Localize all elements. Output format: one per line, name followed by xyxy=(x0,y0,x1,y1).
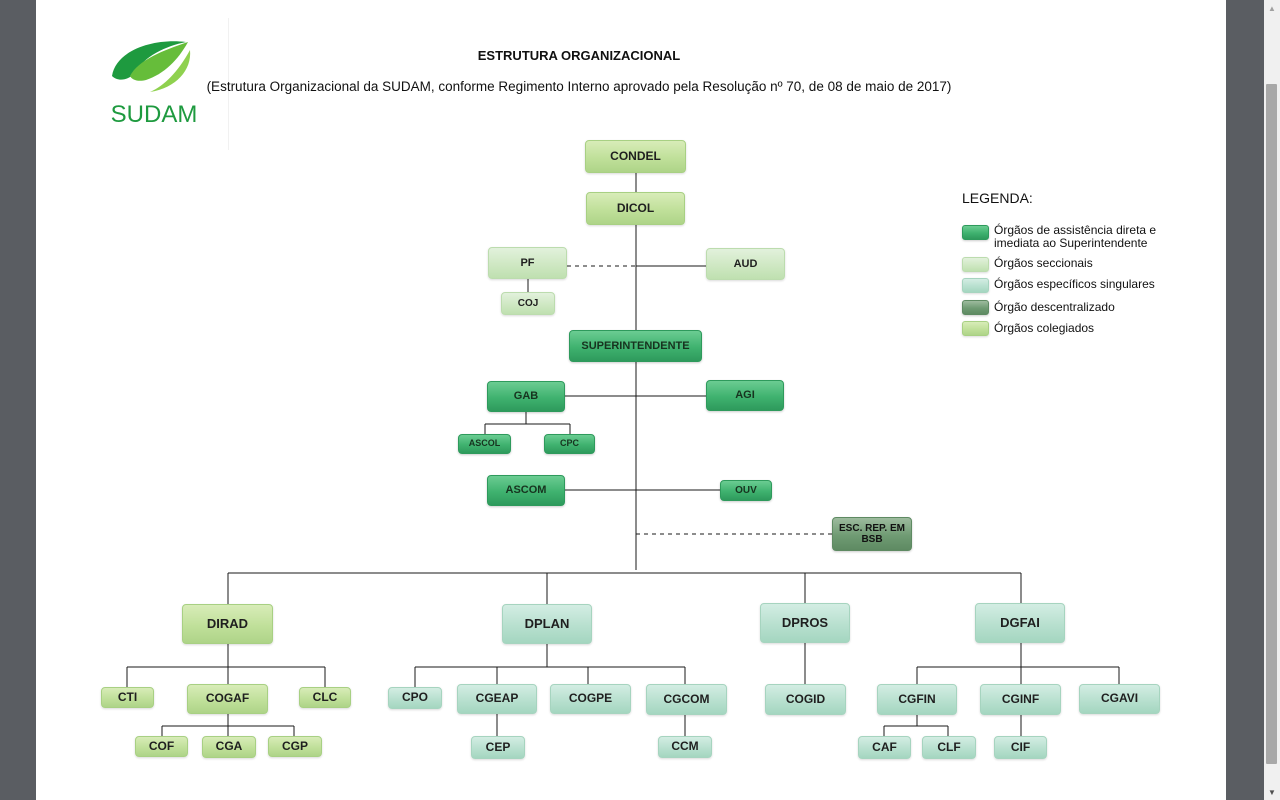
unit-superintendente: SUPERINTENDENTE xyxy=(569,330,702,362)
legend-label-direct: Órgãos de assistência direta e imediata … xyxy=(994,223,1157,250)
unit-caf: CAF xyxy=(858,736,911,759)
document-page: SUDAM ESTRUTURA ORGANIZACIONAL (Estrutur… xyxy=(36,0,1226,800)
scrollbar-thumb[interactable] xyxy=(1266,84,1277,764)
unit-dpros: DPROS xyxy=(760,603,850,643)
page-title: ESTRUTURA ORGANIZACIONAL xyxy=(477,48,681,63)
unit-ccm: CCM xyxy=(658,736,712,758)
unit-dplan: DPLAN xyxy=(502,604,592,644)
unit-cep: CEP xyxy=(471,736,525,759)
legend-label-decentralized: Órgão descentralizado xyxy=(994,300,1115,314)
unit-cginf: CGINF xyxy=(980,684,1061,715)
legend-label-collegiate: Órgãos colegiados xyxy=(994,321,1095,335)
unit-coj: COJ xyxy=(501,292,555,315)
unit-cgavi: CGAVI xyxy=(1079,684,1160,714)
unit-cti: CTI xyxy=(101,687,154,708)
unit-cgcom: CGCOM xyxy=(646,684,727,715)
unit-ascom: ASCOM xyxy=(487,475,565,506)
unit-pf: PF xyxy=(488,247,567,279)
svg-text:SUDAM: SUDAM xyxy=(111,101,198,128)
unit-dgfai: DGFAI xyxy=(975,603,1065,643)
legend-swatch-decentralized xyxy=(962,300,989,315)
unit-ascol: ASCOL xyxy=(458,434,511,454)
legend-title: LEGENDA: xyxy=(962,190,1033,206)
unit-dicol: DICOL xyxy=(586,192,685,225)
unit-clc: CLC xyxy=(299,687,351,708)
unit-cgeap: CGEAP xyxy=(457,684,537,714)
unit-aud: AUD xyxy=(706,248,785,280)
legend-swatch-collegiate xyxy=(962,321,989,336)
logo-divider xyxy=(228,18,229,150)
unit-cof: COF xyxy=(135,736,188,757)
scroll-up-arrow-icon[interactable]: ▲ xyxy=(1268,3,1276,13)
page-subtitle: (Estrutura Organizacional da SUDAM, conf… xyxy=(206,79,952,94)
unit-gab: GAB xyxy=(487,381,565,412)
sudam-logo: SUDAM xyxy=(111,41,198,128)
unit-esc-rep-bsb: ESC. REP. EM BSB xyxy=(832,517,912,551)
unit-cpc: CPC xyxy=(544,434,595,454)
legend-label-sectional: Órgãos seccionais xyxy=(994,256,1093,270)
vertical-scrollbar[interactable]: ▲ ▼ xyxy=(1264,0,1280,800)
unit-cogaf: COGAF xyxy=(187,684,268,714)
unit-cogpe: COGPE xyxy=(550,684,631,714)
legend-swatch-singular xyxy=(962,278,989,293)
unit-condel: CONDEL xyxy=(585,140,686,173)
unit-agi: AGI xyxy=(706,380,784,411)
unit-cga: CGA xyxy=(202,736,256,758)
unit-cgp: CGP xyxy=(268,736,322,757)
unit-cogid: COGID xyxy=(765,684,846,715)
legend-label-singular: Órgãos específicos singulares xyxy=(994,277,1155,291)
connector-lines xyxy=(126,172,1120,736)
legend-swatch-sectional xyxy=(962,257,989,272)
legend-swatch-direct xyxy=(962,225,989,240)
unit-cpo: CPO xyxy=(388,687,442,709)
unit-ouv: OUV xyxy=(720,480,772,501)
scroll-down-arrow-icon[interactable]: ▼ xyxy=(1268,787,1276,797)
unit-clf: CLF xyxy=(922,736,976,759)
unit-dirad: DIRAD xyxy=(182,604,273,644)
unit-cgfin: CGFIN xyxy=(877,684,957,715)
unit-cif: CIF xyxy=(994,736,1047,759)
